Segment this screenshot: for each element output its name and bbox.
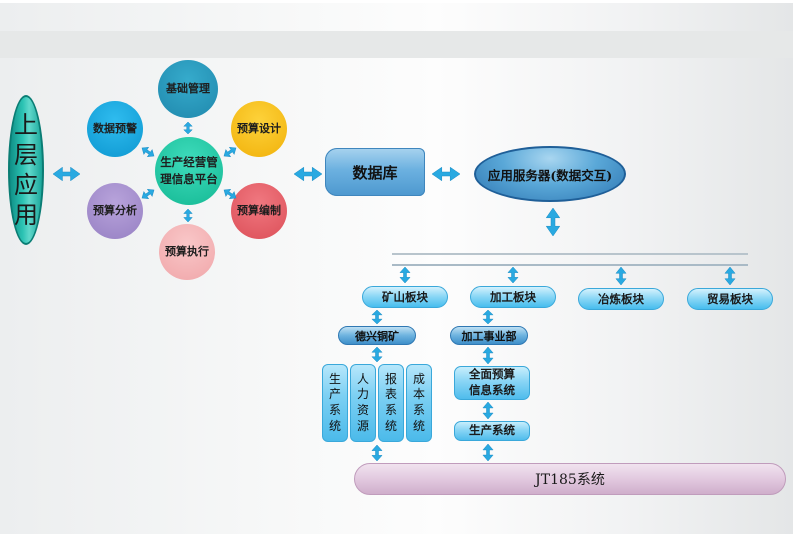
hub-label-line1: 生产经营管 bbox=[160, 155, 218, 170]
segment-label: 贸易板块 bbox=[707, 292, 753, 306]
jt185-system: JT185系统 bbox=[354, 463, 786, 495]
arrow-systems-jt185 bbox=[371, 444, 383, 462]
module-budget-design: 预算设计 bbox=[231, 101, 287, 157]
system-char: 力 bbox=[356, 387, 369, 402]
unit-processing-division: 加工事业部 bbox=[450, 326, 528, 345]
arrow-upper-platform bbox=[52, 166, 81, 182]
arrow-bus-processing bbox=[507, 266, 519, 284]
budget-system-line2: 信息系统 bbox=[469, 383, 515, 397]
segment-label: 冶炼板块 bbox=[598, 292, 644, 306]
module-budget-execute: 预算执行 bbox=[159, 224, 215, 280]
top-border bbox=[0, 0, 793, 3]
arrow-server-bus bbox=[545, 207, 561, 237]
system-char: 统 bbox=[412, 418, 425, 433]
segment-smelting: 冶炼板块 bbox=[578, 288, 664, 310]
system-char: 人 bbox=[356, 371, 369, 386]
unit-label: 德兴铜矿 bbox=[355, 329, 399, 343]
module-label: 预算分析 bbox=[93, 204, 137, 218]
system-char: 生 bbox=[328, 371, 341, 386]
arrow-bus-smelting bbox=[615, 266, 627, 286]
bus-line-bottom bbox=[392, 264, 748, 266]
system-processing-production: 生产系统 bbox=[454, 421, 530, 441]
module-label: 基础管理 bbox=[166, 82, 210, 96]
jt185-label: JT185系统 bbox=[535, 472, 605, 488]
module-basic-management: 基础管理 bbox=[158, 60, 218, 118]
system-char: 资 bbox=[356, 403, 369, 417]
header-band bbox=[0, 31, 793, 58]
upper-app-char: 应 bbox=[14, 171, 38, 199]
arrow-dexing-systems bbox=[371, 346, 383, 363]
arrow-hub-basic bbox=[183, 121, 193, 135]
database-label: 数据库 bbox=[352, 163, 398, 182]
system-char: 系 bbox=[412, 403, 425, 417]
segment-processing: 加工板块 bbox=[470, 286, 556, 308]
app-server-label: 应用服务器(数据交互) bbox=[487, 167, 613, 183]
module-label: 数据预警 bbox=[93, 122, 137, 136]
upper-application-node: 上 层 应 用 bbox=[8, 95, 44, 245]
budget-system-line1: 全面预算 bbox=[469, 367, 515, 382]
production-system-label: 生产系统 bbox=[469, 423, 515, 438]
module-budget-analyze: 预算分析 bbox=[87, 183, 143, 239]
system-char: 本 bbox=[412, 387, 425, 402]
system-comprehensive-budget: 全面预算 信息系统 bbox=[454, 366, 530, 400]
module-label: 预算设计 bbox=[237, 122, 281, 136]
upper-app-char: 上 bbox=[14, 111, 38, 139]
database-node: 数据库 bbox=[325, 148, 425, 196]
module-budget-compile: 预算编制 bbox=[231, 183, 287, 239]
system-char: 系 bbox=[384, 403, 397, 417]
arrow-mining-dexing bbox=[371, 309, 383, 325]
arrow-hub-warn bbox=[141, 146, 155, 158]
system-char: 产 bbox=[328, 387, 341, 402]
arrow-database-server bbox=[431, 166, 461, 182]
system-human-resources: 人 力 资 源 bbox=[350, 364, 376, 442]
system-char: 统 bbox=[384, 418, 397, 433]
arrow-processing-division bbox=[482, 309, 494, 325]
system-char: 系 bbox=[328, 403, 341, 417]
unit-dexing-copper: 德兴铜矿 bbox=[338, 326, 416, 345]
arrow-bus-mining bbox=[399, 266, 411, 284]
system-production: 生 产 系 统 bbox=[322, 364, 348, 442]
system-char: 表 bbox=[384, 387, 397, 402]
segment-trade: 贸易板块 bbox=[687, 288, 773, 310]
system-reporting: 报 表 系 统 bbox=[378, 364, 404, 442]
unit-label: 加工事业部 bbox=[461, 329, 517, 343]
module-data-warning: 数据预警 bbox=[87, 101, 143, 157]
arrow-hub-analyze bbox=[141, 188, 155, 200]
segment-label: 矿山板块 bbox=[382, 290, 428, 304]
module-label: 预算执行 bbox=[165, 245, 209, 259]
arrow-platform-database bbox=[293, 166, 323, 182]
system-cost: 成 本 系 统 bbox=[406, 364, 432, 442]
segment-mining: 矿山板块 bbox=[362, 286, 448, 308]
arrow-production-jt185 bbox=[482, 443, 494, 462]
upper-app-char: 层 bbox=[14, 141, 38, 169]
arrow-bus-trade bbox=[724, 266, 736, 286]
system-char: 报 bbox=[384, 371, 397, 386]
system-char: 统 bbox=[328, 418, 341, 433]
app-server-node: 应用服务器(数据交互) bbox=[474, 146, 626, 202]
segment-label: 加工板块 bbox=[490, 290, 536, 304]
arrow-hub-execute bbox=[183, 208, 193, 223]
system-char: 成 bbox=[412, 371, 425, 386]
system-char: 源 bbox=[356, 418, 369, 433]
arrow-division-budget bbox=[482, 346, 494, 365]
hub-label-line2: 理信息平台 bbox=[160, 172, 218, 186]
arrow-hub-design bbox=[223, 146, 237, 158]
hub-platform: 生产经营管 理信息平台 bbox=[155, 137, 223, 205]
arrow-budget-production bbox=[482, 401, 494, 420]
module-label: 预算编制 bbox=[237, 204, 281, 218]
upper-app-char: 用 bbox=[14, 201, 38, 229]
bus-line-top bbox=[392, 253, 748, 255]
